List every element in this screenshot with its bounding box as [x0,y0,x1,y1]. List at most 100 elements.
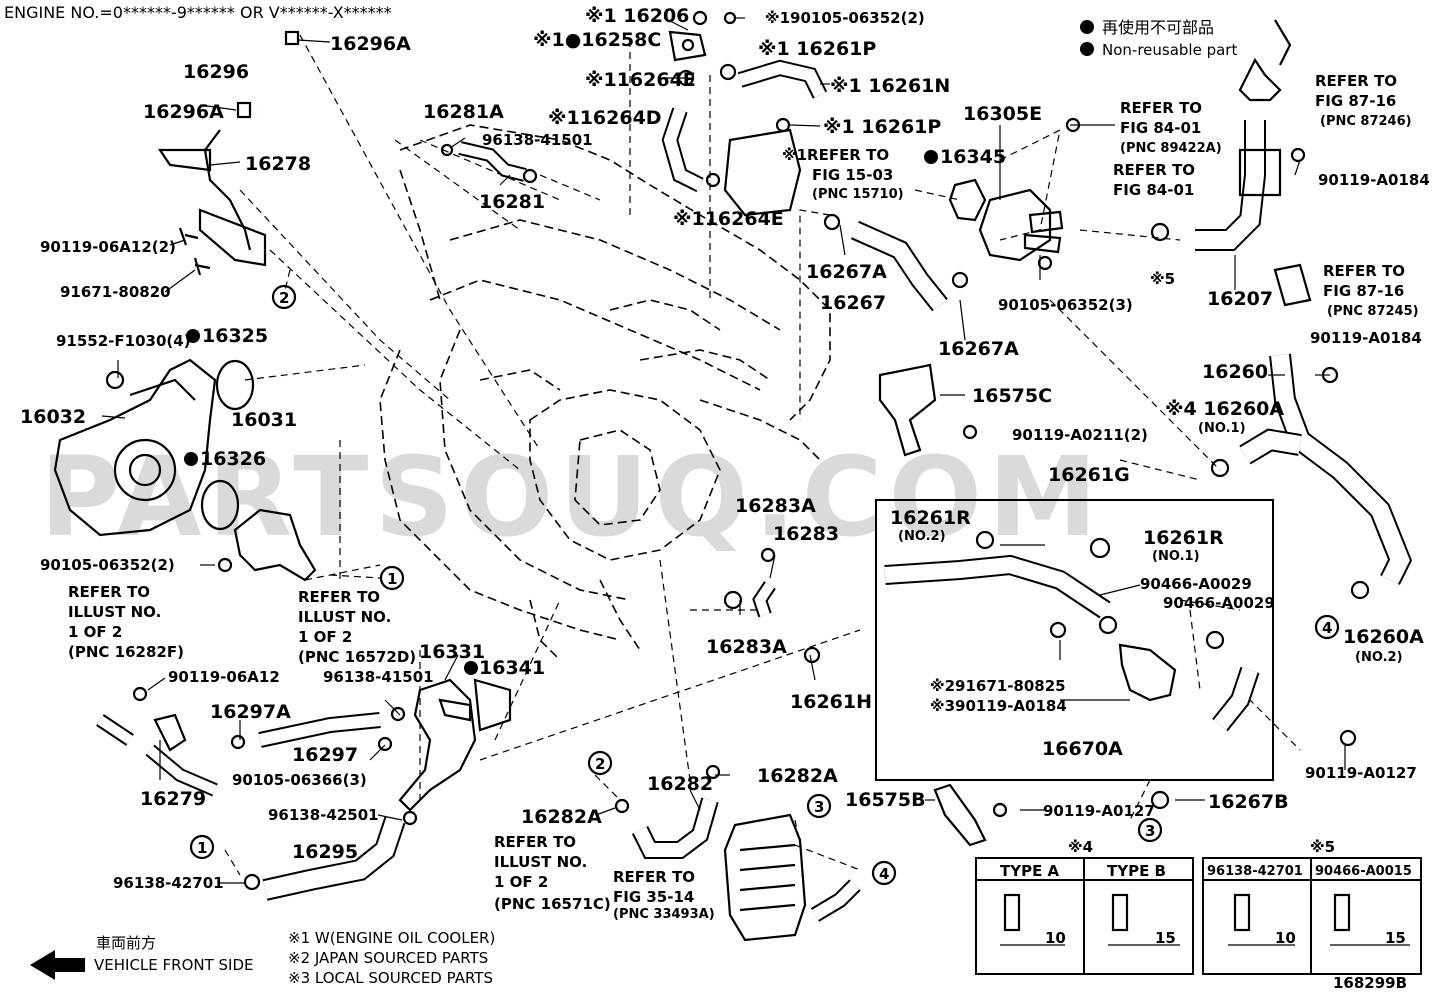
label: 90119-A0184 [1310,329,1422,347]
label: 16296 [183,61,249,83]
label: 90105-06352(2) [40,556,175,574]
label: 1 OF 2 [68,623,122,641]
front-label-en: VEHICLE FRONT SIDE [94,956,254,974]
label: (NO.2) [898,529,946,544]
circle-marker: 2 [271,284,297,310]
circle-marker: 4 [1314,614,1340,640]
legend-english: Non-reusable part [1102,41,1237,59]
label: REFER TO [68,583,150,601]
svg-text:2: 2 [595,755,605,773]
label: (NO.1) [1152,549,1200,564]
label: 16278 [245,153,311,175]
svg-text:1: 1 [197,839,207,857]
label: 16283 [773,523,839,545]
label: 90466-A0029 [1140,575,1252,593]
label: FIG 35-14 [613,888,694,906]
part-labels: 16296A 16296 16296A 16278 90119-06A12(2)… [20,5,1430,922]
label: REFER TO [1315,72,1397,90]
watermark: PARTSOUQ.COM [40,433,1104,561]
label: (PNC 87246) [1320,114,1412,129]
label: 16296A [143,101,224,123]
label: REFER TO [1120,99,1202,117]
front-label-jp: 車両前方 [96,934,156,952]
label: 90105-06366(3) [232,771,367,789]
label: (PNC 89422A) [1120,141,1222,156]
label: (NO.1) [1198,421,1246,436]
table-title: ※5 [1310,838,1335,856]
label: ※390119-A0184 [930,697,1067,715]
label: ※116264D [548,107,662,129]
dimension: 15 [1155,929,1176,947]
label: ILLUST NO. [298,608,391,626]
label: ※1 16261N [830,75,950,97]
label: 96138-42501 [268,806,379,824]
label: ※1 16261P [758,38,876,60]
clip-icon [236,101,252,119]
label: 16281A [423,101,504,123]
label: 90466-A0029 [1163,594,1275,612]
label: 16297 [292,744,358,766]
svg-text:3: 3 [814,798,824,816]
label: 16267 [820,292,886,314]
label: ILLUST NO. [68,603,161,621]
label: 16279 [140,788,206,810]
circle-marker: 3 [806,793,832,819]
label: FIG 87-16 [1323,282,1404,300]
label: 16261G [1048,464,1130,486]
label: (PNC 33493A) [613,907,715,922]
label: 16295 [292,841,358,863]
label: 16296A [330,33,411,55]
label: REFER TO [1113,161,1195,179]
label: 16261R [1143,527,1224,549]
label: ※291671-80825 [930,677,1066,695]
label: 90119-06A12(2) [40,238,176,256]
label: (PNC 16571C) [494,895,611,913]
label: 16032 [20,406,86,428]
label: REFER TO [494,833,576,851]
label: 16305E [963,103,1042,125]
label: 16297A [210,701,291,723]
label: (PNC 16282F) [68,643,184,661]
label: 96138-42701 [113,874,224,892]
label: 16326 [200,448,266,470]
table-header: 96138-42701 [1207,864,1303,879]
fasteners [132,10,1370,891]
svg-text:4: 4 [1322,619,1332,637]
label: 16670A [1042,738,1123,760]
label: 16267B [1208,791,1289,813]
label: FIG 15-03 [812,166,893,184]
label: REFER TO [613,868,695,886]
label: ※1●16258C [533,29,661,51]
label: (PNC 15710) [812,187,904,202]
label: 16031 [231,409,297,431]
table-header: TYPE A [1000,862,1060,880]
label: 16267A [806,261,887,283]
svg-text:2: 2 [279,289,289,307]
footnote: ※1 W(ENGINE OIL COOLER) [288,929,495,947]
svg-text:3: 3 [1145,822,1155,840]
circle-markers: 1 1 2 2 3 3 4 4 [189,284,1340,886]
dimension: 10 [1275,929,1296,947]
label: ※1REFER TO [782,146,889,164]
circle-marker: 3 [1137,817,1163,843]
circle-marker: 4 [871,860,897,886]
label: 16260A [1343,626,1424,648]
footnote: ※3 LOCAL SOURCED PARTS [288,969,493,987]
table-note4: ※4 TYPE A TYPE B 10 15 [975,838,1194,975]
engine-number: ENGINE NO.=0******-9****** OR V******-X*… [4,3,392,22]
label: 16207 [1207,288,1273,310]
table-header: 90466-A0015 [1315,864,1412,879]
label: 96138-41501 [323,668,434,686]
label: ※116264E [673,208,784,230]
label: 1 OF 2 [298,628,352,646]
table-note5: ※5 96138-42701 90466-A0015 10 15 [1202,838,1422,975]
legend-japanese: 再使用不可部品 [1102,18,1214,37]
label: 16261H [790,691,872,713]
label: FIG 84-01 [1120,119,1201,137]
table-title: ※4 [1068,838,1093,856]
label: 90119-A0211(2) [1012,426,1148,444]
label: 16281 [479,191,545,213]
label: REFER TO [298,588,380,606]
label: 16283A [735,495,816,517]
label: 16282A [521,806,602,828]
